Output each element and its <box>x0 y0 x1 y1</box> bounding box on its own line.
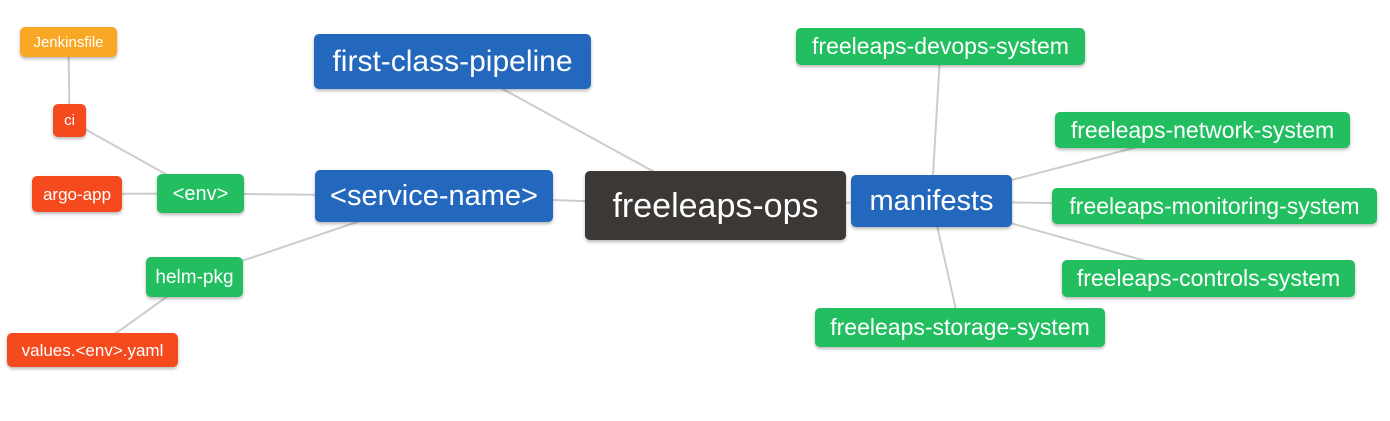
node-label: values.<env>.yaml <box>21 340 164 360</box>
node-env[interactable]: <env> <box>157 174 244 213</box>
node-first-class-pipeline[interactable]: first-class-pipeline <box>314 34 591 89</box>
node-label: freeleaps-controls-system <box>1076 265 1341 291</box>
node-freeleaps-monitoring-system[interactable]: freeleaps-monitoring-system <box>1052 188 1377 224</box>
node-label: freeleaps-monitoring-system <box>1069 192 1360 219</box>
node-service-name[interactable]: <service-name> <box>315 170 553 222</box>
node-label: <service-name> <box>330 179 538 212</box>
node-label: ci <box>64 112 75 129</box>
node-freeleaps-ops[interactable]: freeleaps-ops <box>585 171 846 240</box>
node-jenkinsfile[interactable]: Jenkinsfile <box>20 27 117 57</box>
node-freeleaps-controls-system[interactable]: freeleaps-controls-system <box>1062 260 1355 297</box>
node-label: freeleaps-ops <box>612 186 819 225</box>
node-helm-pkg[interactable]: helm-pkg <box>146 257 243 297</box>
node-label: manifests <box>869 184 994 217</box>
node-label: freeleaps-network-system <box>1070 116 1335 143</box>
node-label: helm-pkg <box>155 266 234 288</box>
node-ci[interactable]: ci <box>53 104 86 137</box>
node-values-env-yaml[interactable]: values.<env>.yaml <box>7 333 178 367</box>
node-label: first-class-pipeline <box>332 44 573 78</box>
node-label: Jenkinsfile <box>33 33 104 51</box>
node-freeleaps-devops-system[interactable]: freeleaps-devops-system <box>796 28 1085 65</box>
node-freeleaps-storage-system[interactable]: freeleaps-storage-system <box>815 308 1105 347</box>
node-label: freeleaps-storage-system <box>830 314 1090 340</box>
node-argo-app[interactable]: argo-app <box>32 176 122 212</box>
node-label: argo-app <box>42 184 112 204</box>
node-manifests[interactable]: manifests <box>851 175 1012 227</box>
node-freeleaps-network-system[interactable]: freeleaps-network-system <box>1055 112 1350 148</box>
node-label: <env> <box>172 182 229 205</box>
node-label: freeleaps-devops-system <box>812 33 1069 59</box>
